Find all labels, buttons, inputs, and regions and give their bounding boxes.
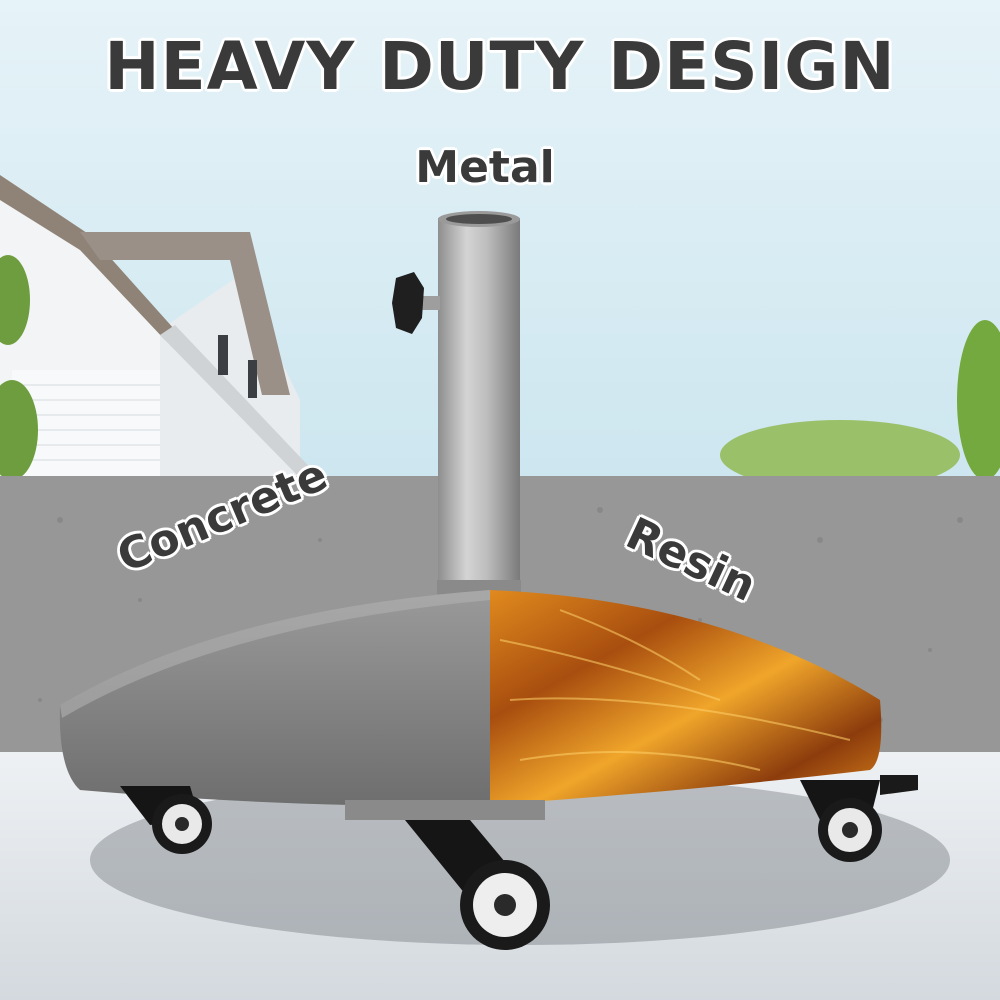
wheel-right [800, 775, 918, 862]
bush-left [0, 255, 38, 480]
bush-right [720, 320, 1000, 490]
base-plate [345, 800, 545, 820]
shadow [90, 775, 950, 945]
wheel-front-left [120, 786, 212, 854]
headline: HEAVY DUTY DESIGN [104, 28, 896, 105]
concrete-section [59, 590, 490, 805]
resin-section [490, 590, 882, 805]
house [0, 175, 320, 480]
wheel-front-center [405, 820, 550, 950]
knob [392, 272, 440, 334]
label-metal: Metal [415, 142, 555, 193]
metal-pole [437, 211, 521, 608]
